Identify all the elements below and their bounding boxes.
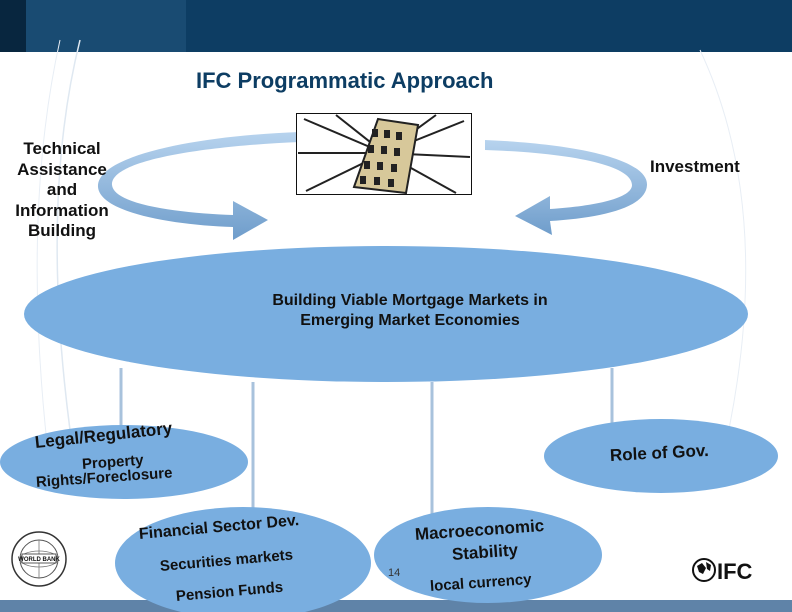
header-bar bbox=[0, 0, 792, 52]
decorative-swoosh bbox=[36, 39, 61, 471]
investment-label: Investment bbox=[650, 157, 740, 176]
svg-text:WORLD BANK: WORLD BANK bbox=[18, 557, 60, 563]
tower-illustration bbox=[296, 113, 472, 195]
financial-pillar-ellipse bbox=[115, 507, 371, 612]
legal-pillar-ellipse bbox=[0, 425, 248, 499]
decorative-swoosh bbox=[699, 49, 747, 471]
ifc-logo: IFC bbox=[692, 558, 753, 584]
technical-assistance-label: Technical Assistance and Information Bui… bbox=[15, 139, 109, 240]
central-text-line2: Emerging Market Economies bbox=[300, 312, 520, 329]
central-text-line1: Building Viable Mortgage Markets in bbox=[272, 292, 548, 309]
left-circular-arrow bbox=[97, 132, 300, 240]
slide-title: IFC Programmatic Approach bbox=[196, 68, 494, 93]
central-ellipse-text: Building Viable Mortgage Markets in Emer… bbox=[190, 291, 630, 331]
right-circular-arrow bbox=[485, 140, 648, 235]
header-accent-block bbox=[0, 0, 26, 52]
decorative-swoosh bbox=[56, 39, 81, 431]
page-number: 14 bbox=[388, 567, 401, 579]
svg-text:IFC: IFC bbox=[717, 559, 753, 584]
role-pillar-ellipse bbox=[544, 419, 778, 493]
macro-pillar-ellipse bbox=[374, 507, 602, 603]
header-stripe bbox=[26, 0, 186, 52]
world-bank-seal-logo: WORLD BANK bbox=[11, 531, 67, 587]
central-ellipse bbox=[24, 246, 748, 382]
